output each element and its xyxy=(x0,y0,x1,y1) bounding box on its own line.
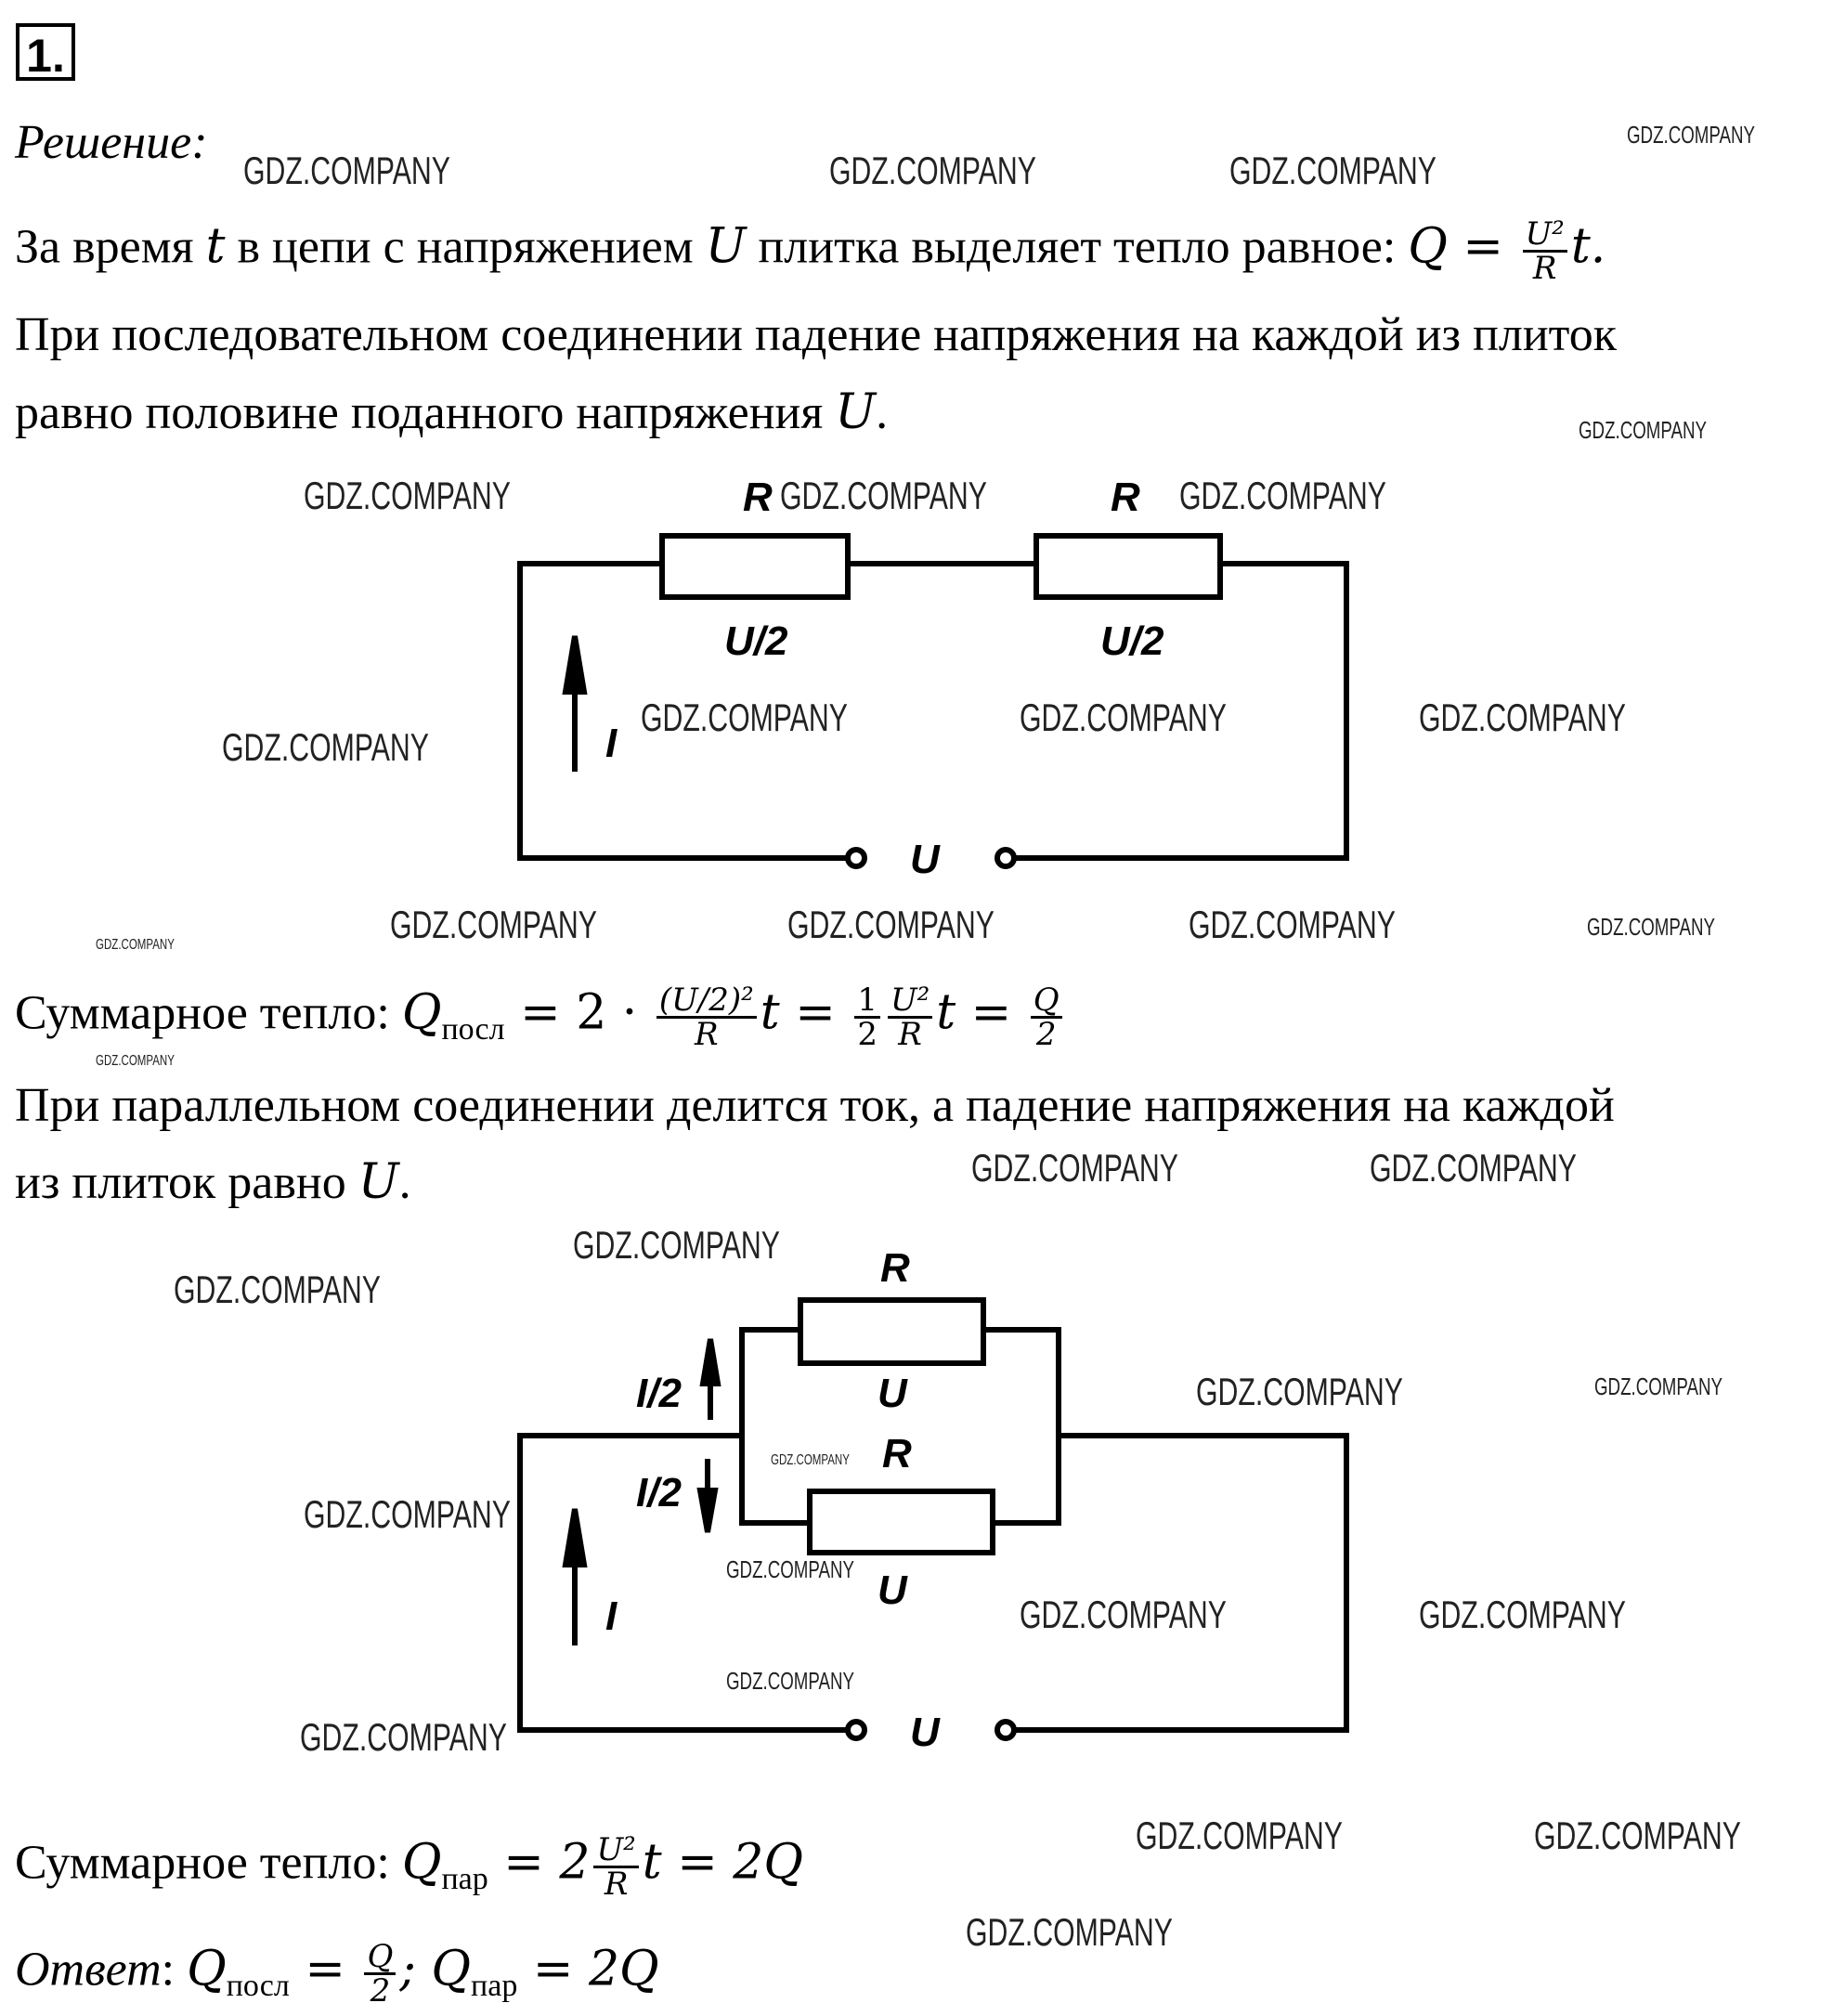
current-label: I xyxy=(605,1593,618,1639)
watermark: GDZ.COMPANY xyxy=(573,1223,780,1267)
watermark: GDZ.COMPANY xyxy=(787,903,994,946)
watermark: GDZ.COMPANY xyxy=(1229,149,1436,192)
watermark: GDZ.COMPANY xyxy=(1419,696,1626,739)
paragraph-2: При последовательном соединении падение … xyxy=(15,308,1617,361)
watermark: GDZ.COMPANY xyxy=(641,696,848,739)
resistor-1-label: R xyxy=(743,475,773,520)
wire xyxy=(517,561,850,861)
voltage-2-label: U xyxy=(878,1567,908,1613)
source-label: U xyxy=(910,1710,941,1755)
paragraph-4: При параллельном соединении делится ток,… xyxy=(15,1079,1615,1132)
resistor-2-label: R xyxy=(882,1431,912,1476)
terminal xyxy=(845,847,867,869)
parallel-circuit xyxy=(517,1297,1349,1741)
wire xyxy=(517,1433,850,1733)
watermark: GDZ.COMPANY xyxy=(304,474,511,517)
watermark: GDZ.COMPANY xyxy=(780,474,987,517)
watermark: GDZ.COMPANY xyxy=(1419,1593,1626,1636)
branch-current-1-label: I/2 xyxy=(636,1371,682,1416)
terminal xyxy=(845,1719,867,1741)
watermark: GDZ.COMPANY xyxy=(1179,474,1386,517)
watermark: GDZ.COMPANY xyxy=(1189,903,1396,946)
resistor-2-label: R xyxy=(1111,475,1140,520)
watermark: GDZ.COMPANY xyxy=(971,1146,1178,1190)
resistor-2 xyxy=(807,1489,995,1555)
voltage-1-label: U xyxy=(878,1371,908,1416)
watermark: GDZ.COMPANY xyxy=(304,1492,511,1536)
watermark: GDZ.COMPANY xyxy=(243,149,450,192)
arrowhead xyxy=(562,635,588,695)
watermark: GDZ.COMPANY xyxy=(1594,1372,1722,1400)
watermark: GDZ.COMPANY xyxy=(300,1715,507,1759)
watermark: GDZ.COMPANY xyxy=(1579,416,1707,444)
resistor-2 xyxy=(1034,533,1223,600)
terminal xyxy=(994,847,1017,869)
arrowhead xyxy=(699,1338,722,1386)
arrowhead xyxy=(696,1488,719,1533)
paragraph-1: За время t в цепи с напряжением U плитка… xyxy=(15,215,1606,287)
resistor-1 xyxy=(798,1297,986,1366)
watermark: GDZ.COMPANY xyxy=(966,1910,1173,1954)
watermark: GDZ.COMPANY xyxy=(1196,1370,1403,1413)
solution-heading: Решение: xyxy=(15,116,208,169)
watermark: GDZ.COMPANY xyxy=(1370,1146,1577,1190)
watermark: GDZ.COMPANY xyxy=(174,1268,381,1311)
watermark: GDZ.COMPANY xyxy=(96,1053,175,1069)
wire xyxy=(739,1327,810,1526)
voltage-1-label: U/2 xyxy=(724,618,788,664)
voltage-2-label: U/2 xyxy=(1100,618,1164,664)
wire xyxy=(1012,561,1349,861)
watermark: GDZ.COMPANY xyxy=(1587,913,1715,941)
watermark: GDZ.COMPANY xyxy=(222,725,429,769)
paragraph-5: из плиток равно U. xyxy=(15,1154,411,1210)
watermark: GDZ.COMPANY xyxy=(96,937,175,953)
wire xyxy=(983,1327,1061,1526)
watermark: GDZ.COMPANY xyxy=(1534,1814,1741,1857)
source-label: U xyxy=(910,837,941,882)
watermark: GDZ.COMPANY xyxy=(726,1555,854,1583)
watermark: GDZ.COMPANY xyxy=(771,1452,850,1468)
watermark: GDZ.COMPANY xyxy=(1136,1814,1343,1857)
current-label: I xyxy=(605,721,618,766)
watermark: GDZ.COMPANY xyxy=(390,903,597,946)
terminal xyxy=(994,1719,1017,1741)
problem-number: 1. xyxy=(16,23,75,82)
arrowhead xyxy=(562,1508,588,1567)
series-circuit xyxy=(517,533,1349,869)
watermark: GDZ.COMPANY xyxy=(726,1667,854,1695)
watermark: GDZ.COMPANY xyxy=(829,149,1036,192)
wire xyxy=(1012,1433,1349,1733)
watermark: GDZ.COMPANY xyxy=(1627,121,1755,149)
watermark: GDZ.COMPANY xyxy=(1020,696,1227,739)
watermark: GDZ.COMPANY xyxy=(1020,1593,1227,1636)
branch-current-2-label: I/2 xyxy=(636,1470,682,1515)
resistor-1-label: R xyxy=(880,1245,910,1291)
paragraph-3: равно половине поданного напряжения U. xyxy=(15,384,889,440)
resistor-1 xyxy=(659,533,851,600)
